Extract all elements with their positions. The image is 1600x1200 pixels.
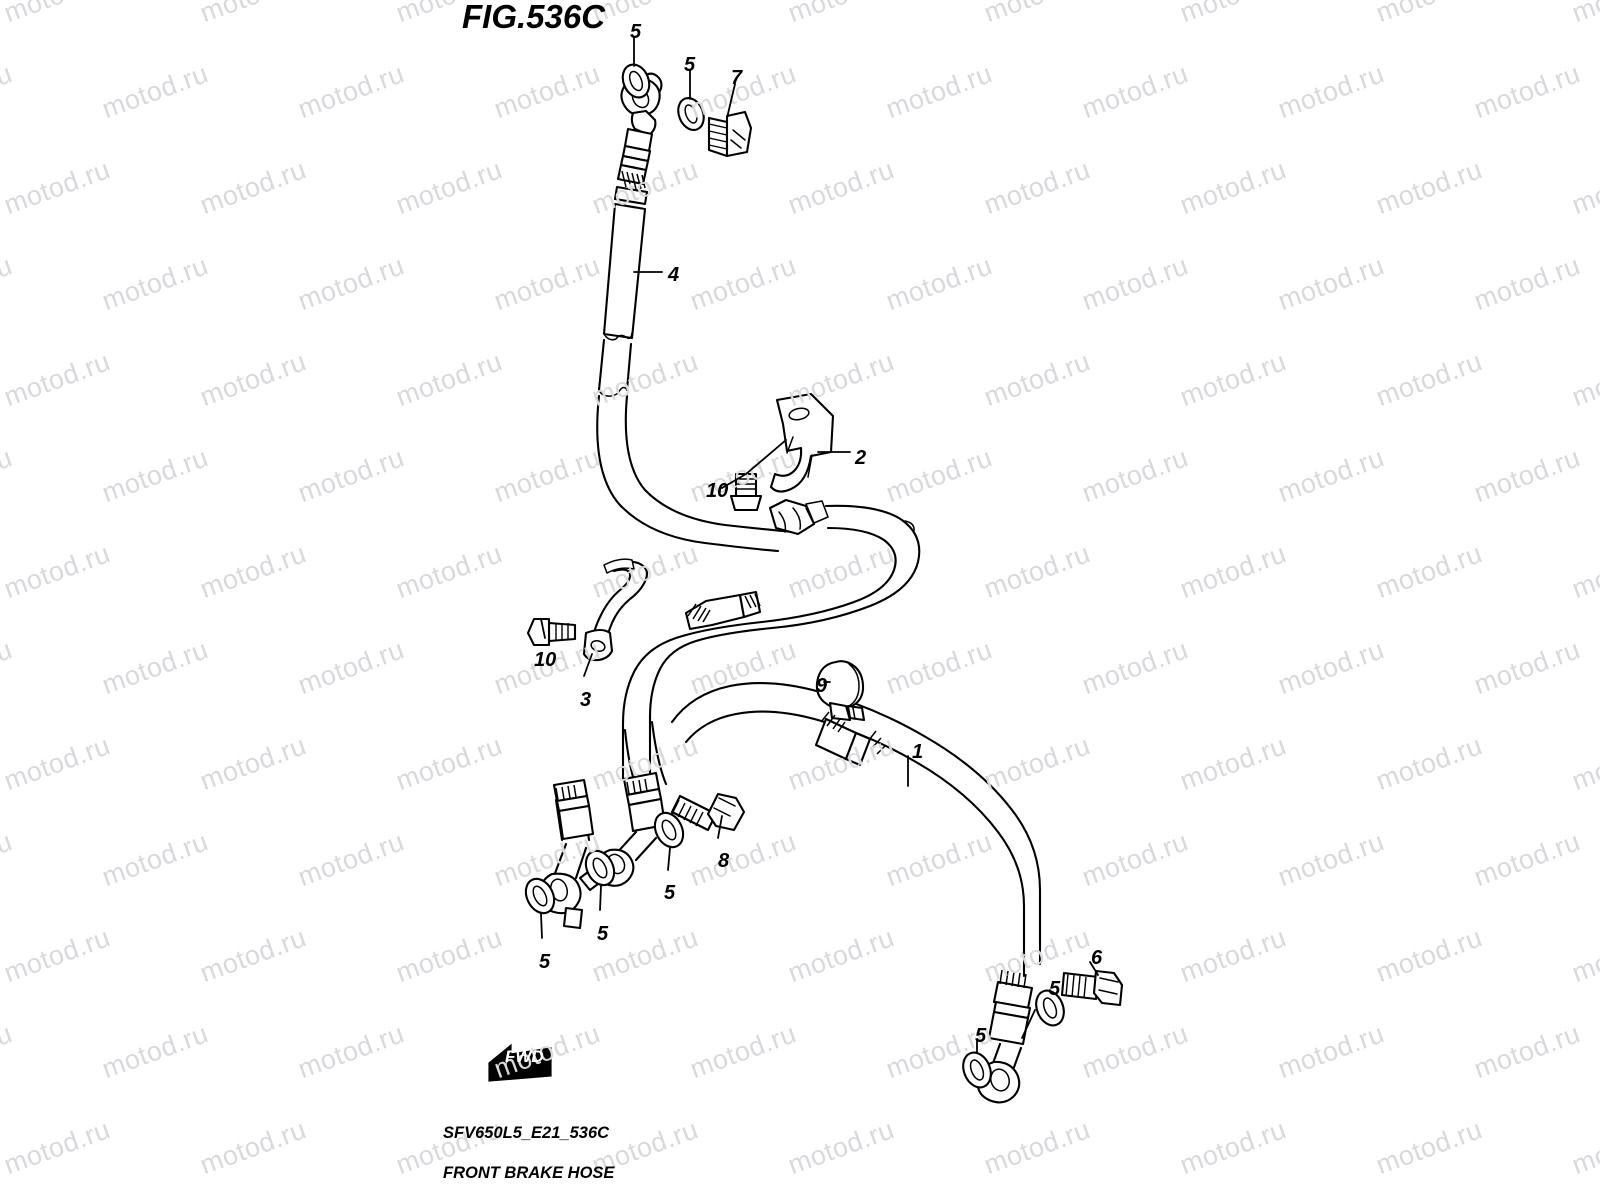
bolt-bracket-lower (526, 617, 577, 647)
callout-washer-bottom-left: 5 (975, 1025, 987, 1047)
leader-8 (717, 815, 723, 839)
washer-cluster-mid (584, 849, 616, 887)
callout-union-bolt-lower: 8 (718, 850, 730, 872)
washer-bottom-right (1035, 989, 1065, 1027)
leader-10-upper (721, 473, 747, 489)
callout-union-bolt-bottom: 6 (1091, 947, 1103, 969)
bracket-upper (769, 392, 835, 493)
callout-union-bolt-top: 7 (731, 67, 743, 89)
callout-washer-cluster-left: 5 (539, 951, 551, 973)
fwd-direction-marker (488, 1043, 552, 1082)
leader-5-cl-left (540, 913, 543, 939)
middle-hose-body (621, 504, 921, 782)
union-bolt-top (707, 110, 753, 158)
leader-3 (583, 653, 593, 677)
figure-caption-code: SFV650L5_E21_536C (443, 1124, 610, 1142)
leader-5-cl-mid (599, 885, 602, 911)
callout-washer-top-upper: 5 (630, 21, 642, 43)
hose-end-ferrule-top (616, 127, 654, 190)
leader-6 (1089, 961, 1099, 976)
washer-top-mid (677, 97, 705, 131)
ferrule-lower-left (552, 778, 595, 841)
callout-hose-clamp: 9 (816, 675, 828, 697)
callout-washer-top-mid: 5 (684, 54, 696, 76)
hose-protector-sleeve (602, 185, 649, 341)
washer-cluster-left (524, 877, 556, 915)
leader-5-cl-right (667, 847, 671, 871)
leader-10-upper-b (745, 439, 787, 475)
callout-front-brake-hose: 1 (912, 741, 924, 763)
callout-hose-protector-sleeve: 4 (668, 264, 680, 286)
figure-caption-name: FRONT BRAKE HOSE (443, 1164, 615, 1182)
callout-bracket-upper: 2 (855, 447, 867, 469)
callout-bolt-bracket-lower: 10 (534, 649, 557, 671)
figure-title: FIG.536C (462, 0, 606, 35)
callout-washer-cluster-right: 5 (664, 882, 676, 904)
union-bolt-bottom (1060, 969, 1124, 1007)
leader-7 (726, 83, 736, 119)
main-brake-hose (670, 682, 1042, 978)
callout-bolt-bracket-upper: 10 (706, 480, 729, 502)
washer-top-upper (621, 63, 651, 99)
bolt-bracket-upper (729, 472, 763, 512)
ferrule-main-hose (814, 711, 886, 767)
washer-cluster-right (653, 811, 685, 849)
fwd-label: FWD (505, 1047, 544, 1066)
upper-hose-body (596, 338, 795, 553)
ferrule-middle-hose (684, 590, 762, 631)
callout-washer-bottom-right: 5 (1049, 978, 1061, 1000)
hose-clamp-upper-hose (768, 498, 829, 536)
washer-bottom-left (962, 1051, 992, 1089)
union-bolt-lower (670, 792, 746, 832)
leader-10-lower (540, 618, 546, 639)
leader-banjo-bottom (1021, 1009, 1036, 1039)
callout-bracket-lower: 3 (580, 689, 592, 711)
bracket-lower (582, 558, 649, 662)
callout-washer-cluster-mid: 5 (597, 923, 609, 945)
